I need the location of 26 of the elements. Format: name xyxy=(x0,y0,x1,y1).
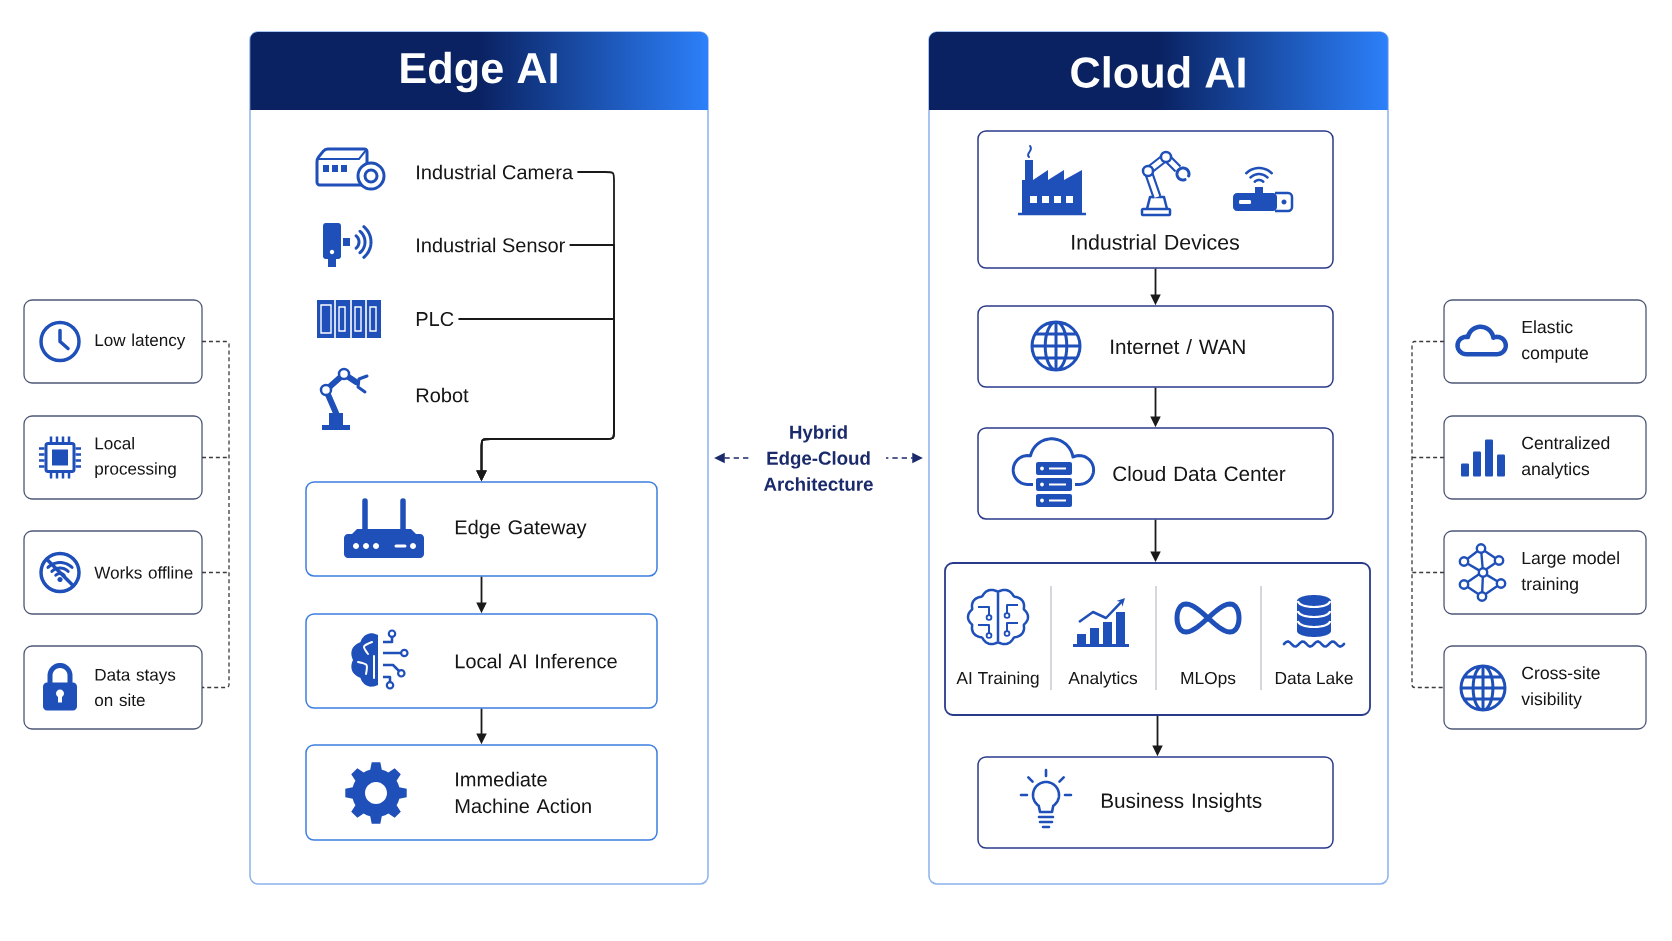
feature-box: Local processing xyxy=(23,415,203,500)
feature-box: Large model training xyxy=(1443,530,1647,615)
service-label: MLOps xyxy=(1181,671,1236,688)
process-box: Edge Gateway xyxy=(305,481,658,577)
panel-header: Edge AI xyxy=(401,51,557,93)
feature-box: Centralized analytics xyxy=(1443,415,1647,500)
service-label: AI Training xyxy=(956,671,1039,688)
device-label: Industrial Sensor xyxy=(417,237,565,253)
process-box: Industrial Devices xyxy=(977,130,1334,269)
feature-box: Works offline xyxy=(23,530,203,615)
feature-box: Cross-site visibility xyxy=(1443,645,1647,730)
process-box: Local AI Inference xyxy=(305,613,658,709)
feature-box: Data stays on site xyxy=(23,645,203,730)
feature-box: Low latency xyxy=(23,299,203,384)
process-box: Internet / WAN xyxy=(977,305,1334,388)
group-box xyxy=(944,562,1371,716)
device-label: Robot xyxy=(416,387,469,403)
process-box: Business Insights xyxy=(977,756,1334,849)
panel-header: Cloud AI xyxy=(1071,56,1245,88)
service-label: Analytics xyxy=(1068,671,1138,688)
edge-label: Hybrid Edge-Cloud Architecture xyxy=(751,420,886,496)
device-label: Industrial Camera xyxy=(417,164,574,180)
service-label: Data Lake xyxy=(1275,671,1353,685)
feature-box: Elastic compute xyxy=(1443,299,1647,384)
process-box: Immediate Machine Action xyxy=(305,744,658,841)
device-label: PLC xyxy=(416,311,454,327)
